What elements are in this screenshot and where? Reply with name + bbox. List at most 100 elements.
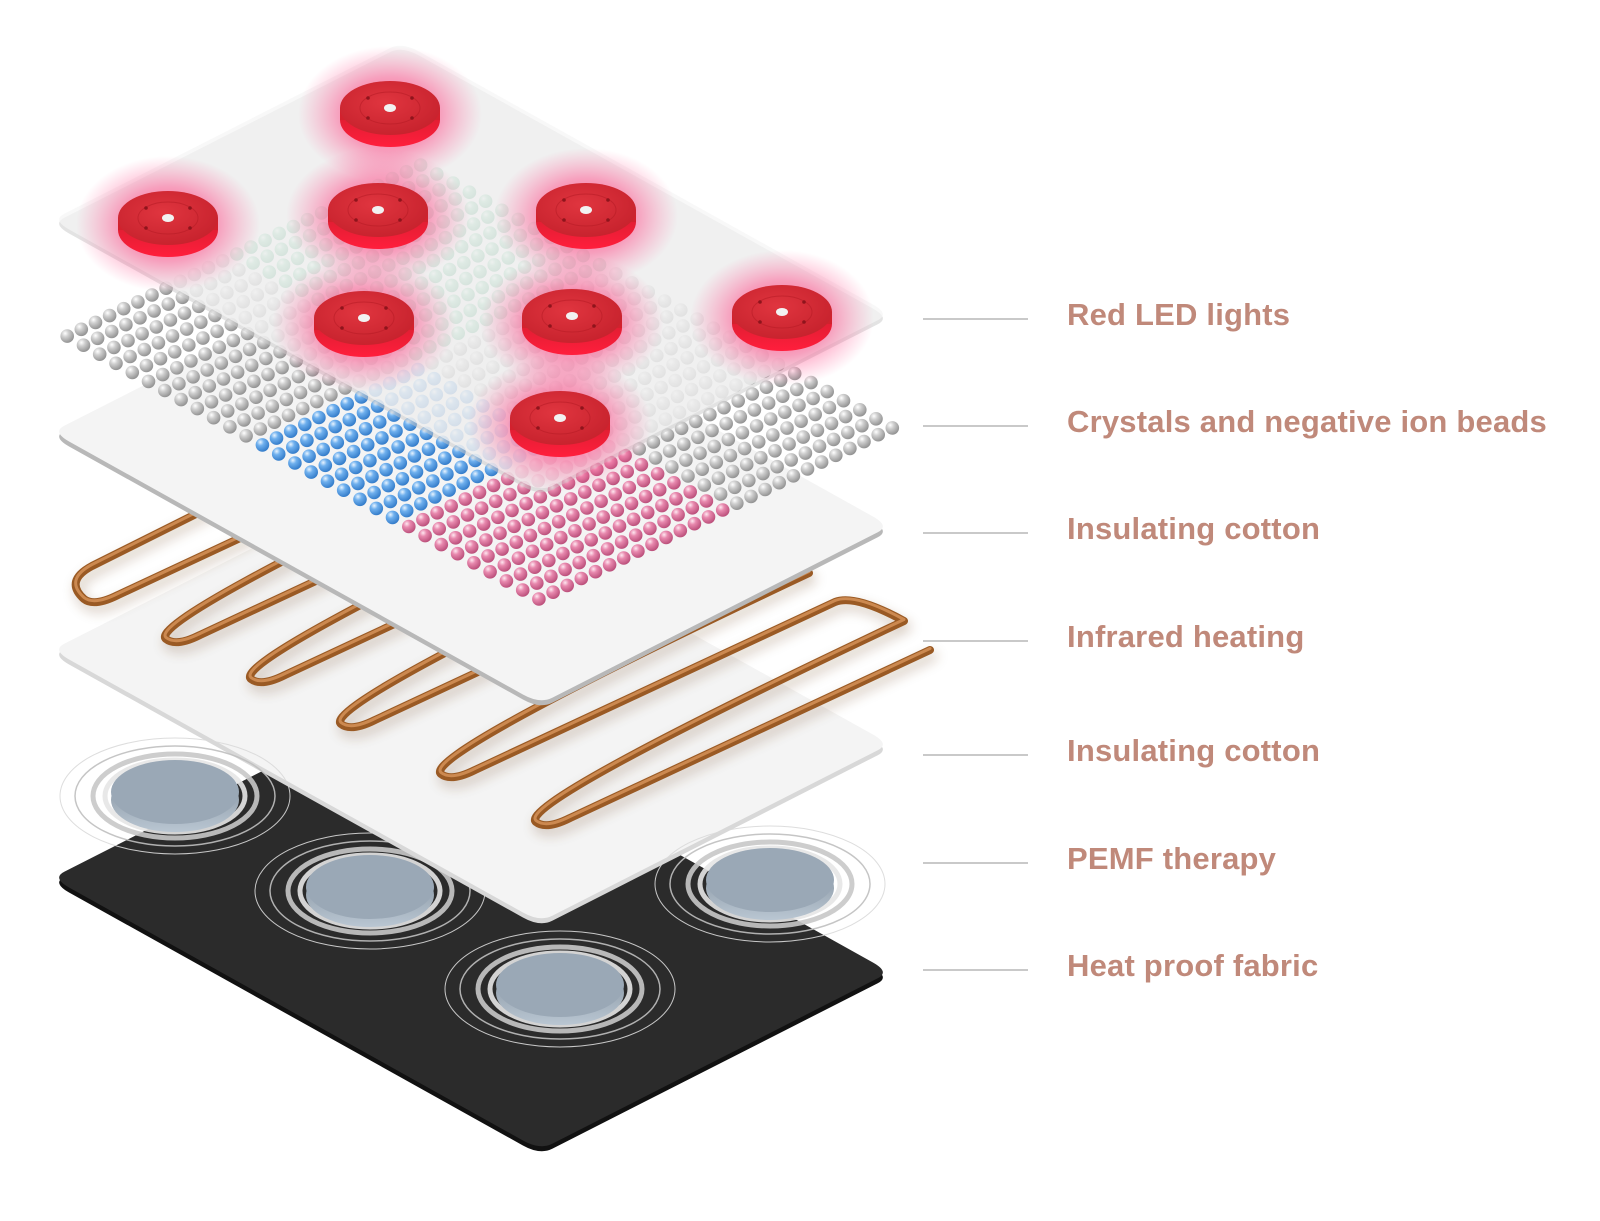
bead-pink [628, 528, 643, 542]
bead-gray [196, 331, 210, 345]
bead-pink [701, 510, 716, 524]
bead-pink [474, 501, 489, 515]
led-screw [606, 198, 610, 202]
bead-gray [841, 425, 855, 440]
bead-blue [383, 494, 398, 509]
led-center-dot [384, 104, 396, 112]
led-inner-ring [333, 301, 395, 335]
bead-pink [566, 508, 580, 522]
bead-pink [612, 519, 627, 533]
bead-blue [426, 474, 440, 488]
bead-gray [206, 410, 221, 425]
bead-gray [125, 365, 140, 380]
bead-pink [643, 521, 657, 536]
bead-gray [707, 439, 721, 454]
led-inner-ring [359, 91, 421, 125]
bead-pink [521, 512, 536, 527]
bead-blue [300, 433, 314, 448]
led-center-dot [580, 206, 592, 214]
pemf-ring [59, 737, 291, 855]
red-led-light [286, 148, 470, 284]
bead-pink [631, 544, 645, 558]
bead-blue [351, 476, 365, 491]
bead-pink [446, 515, 461, 529]
pemf-ring [90, 751, 260, 841]
led-screw [398, 218, 402, 222]
bead-gray [295, 401, 310, 416]
bead-gray [695, 462, 709, 477]
bead-blue [316, 442, 331, 457]
bead-pink [638, 489, 653, 504]
bead-gray [806, 391, 820, 406]
bead-gray [237, 413, 251, 427]
bead-gray [855, 418, 869, 433]
bead-blue [283, 424, 298, 439]
bead-pink [558, 562, 572, 577]
bead-gray [147, 304, 161, 318]
bead-gray [756, 466, 770, 481]
bead-pink [488, 494, 503, 509]
bead-blue [372, 415, 387, 429]
bead-gray [263, 383, 277, 398]
bead-gray [812, 439, 827, 454]
bead-pink [614, 535, 629, 549]
bead-pink [495, 542, 509, 556]
bead-gray [210, 324, 224, 339]
bead-blue [336, 483, 351, 498]
bead-gray [261, 367, 275, 382]
bead-pink [673, 523, 688, 538]
red-led-light [76, 156, 260, 292]
bead-pink [532, 592, 546, 606]
pemf-ring [459, 938, 661, 1040]
red-led-light [494, 148, 678, 284]
bead-gray [778, 405, 792, 420]
bead-gray [843, 441, 857, 456]
bead-gray [829, 448, 843, 463]
bead-pink [624, 496, 639, 511]
bead-pink [549, 499, 564, 513]
bead-pink [503, 487, 517, 502]
leader-line [923, 754, 1028, 756]
bead-gray [693, 446, 707, 461]
led-screw [340, 326, 344, 330]
bead-blue [391, 440, 405, 454]
bead-gray [119, 317, 133, 332]
bead-gray [742, 473, 756, 488]
bead-pink [610, 503, 625, 517]
bead-gray [721, 432, 736, 447]
bead-gray [267, 415, 282, 430]
pemf-disc [496, 953, 624, 1017]
led-screw [366, 96, 370, 100]
bead-gray [869, 412, 883, 426]
bead-blue [389, 424, 403, 438]
led-screw [758, 320, 762, 324]
bead-pink [539, 537, 554, 552]
bead-gray [242, 342, 257, 357]
bead-gray [814, 455, 829, 469]
led-screw [562, 198, 566, 202]
bead-blue [342, 412, 357, 427]
bead-gray [174, 392, 188, 407]
bead-gray [170, 361, 184, 375]
bead-pink [491, 510, 505, 525]
bead-pink [584, 533, 598, 547]
bead-gray [782, 437, 796, 451]
bead-gray [747, 403, 762, 417]
bead-pink [527, 560, 542, 574]
led-screw [410, 96, 414, 100]
bead-pink [462, 524, 477, 538]
red-led-light [480, 254, 664, 390]
bead-gray [768, 444, 782, 458]
bead-pink [580, 501, 594, 515]
bead-gray [691, 430, 705, 445]
leader-line [923, 640, 1028, 642]
led-panel-layer [59, 45, 883, 493]
bead-blue [456, 476, 471, 491]
led-inner-ring [347, 193, 409, 227]
pemf-ring [685, 839, 855, 929]
bead-pink [570, 539, 584, 554]
bead-pink [715, 503, 730, 517]
label-pemf-therapy: PEMF therapy [1067, 841, 1277, 876]
